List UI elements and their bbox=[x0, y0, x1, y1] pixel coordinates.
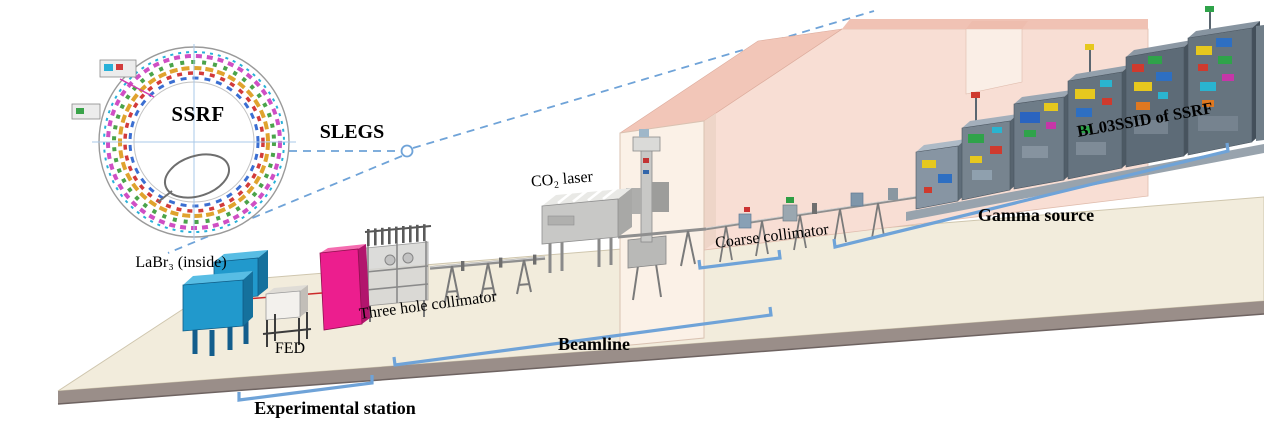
fed-label: FED bbox=[274, 340, 306, 357]
beamline-section-label: Beamline bbox=[558, 334, 630, 354]
gamma-source-equipment bbox=[906, 6, 1264, 221]
platform-side bbox=[58, 301, 1264, 404]
co2-laser-equipment bbox=[541, 186, 632, 273]
ssrf-ring-label: SSRF bbox=[171, 102, 225, 126]
callout-line-lower bbox=[167, 155, 403, 254]
callout-line-upper bbox=[412, 10, 875, 149]
experimental-station-section-label: Experimental station bbox=[254, 398, 416, 418]
gamma-source-section-label: Gamma source bbox=[977, 205, 1095, 225]
ssrf-ring bbox=[71, 44, 296, 240]
experimental-station-bracket bbox=[237, 375, 374, 402]
gamma-source-bracket bbox=[832, 142, 1230, 249]
slegs-callout-label: SLEGS bbox=[319, 121, 385, 143]
zoom-connector bbox=[167, 10, 875, 254]
magenta-shield-panel bbox=[319, 244, 370, 331]
coarse-collimator-equipment bbox=[705, 188, 919, 263]
labr3-detector bbox=[182, 250, 268, 356]
three-hole-collimator-equipment bbox=[364, 224, 432, 322]
ring-axes bbox=[92, 44, 296, 240]
beamline-pipe bbox=[429, 227, 707, 303]
booster-loop bbox=[164, 153, 230, 199]
injector-equipment bbox=[71, 59, 155, 120]
slegs-location-marker bbox=[400, 144, 414, 158]
beamline-bracket bbox=[392, 306, 773, 367]
fed-table bbox=[245, 285, 323, 347]
section-brackets bbox=[237, 142, 1230, 402]
labr3-label: LaBr₃ (inside) bbox=[135, 254, 227, 271]
coarse-collimator-bracket bbox=[697, 249, 782, 270]
